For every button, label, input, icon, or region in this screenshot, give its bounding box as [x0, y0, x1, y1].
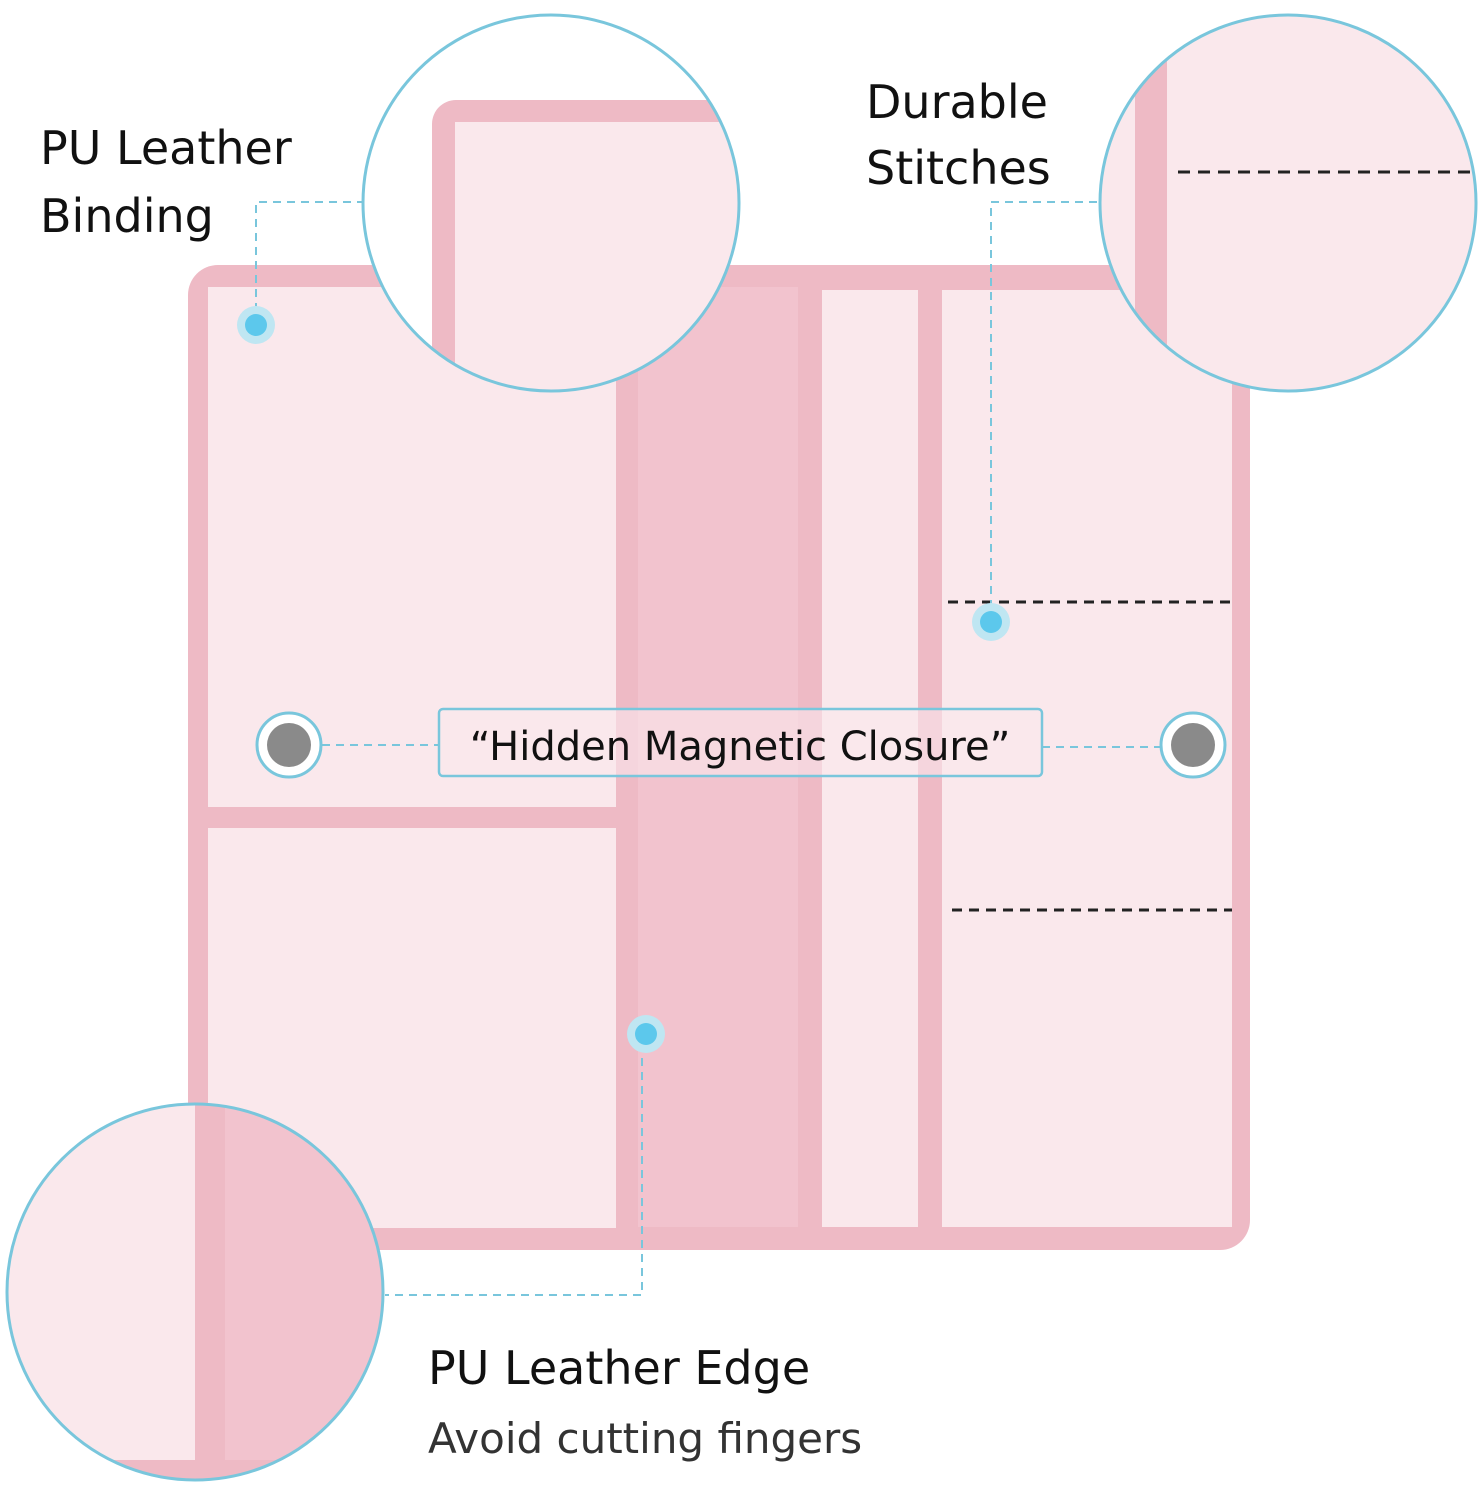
closure-label-box [437, 707, 1044, 778]
binding-title-line2: Binding [40, 189, 214, 243]
magnet-icon-right [1159, 711, 1227, 779]
hotspot-dot-edge [627, 1015, 665, 1053]
hotspot-dot-binding [237, 306, 275, 344]
edge-subtitle: Avoid cutting fingers [428, 1414, 862, 1463]
hotspot-dot-stitches [972, 603, 1010, 641]
stitches-title-line2: Stitches [866, 141, 1051, 195]
binding-title-line1: PU Leather [40, 121, 292, 175]
magnet-icon-left [255, 711, 323, 779]
edge-title: PU Leather Edge [428, 1341, 810, 1395]
stitches-title-line1: Durable [866, 75, 1048, 129]
closure-label: “Hidden Magnetic Closure” [470, 724, 1011, 770]
